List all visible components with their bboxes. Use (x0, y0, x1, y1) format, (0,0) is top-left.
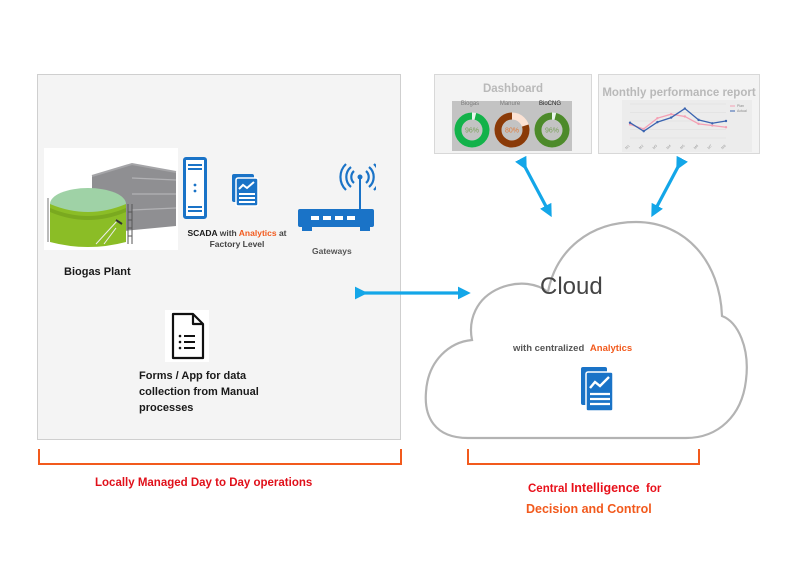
gauge-ring (494, 112, 530, 148)
central-label-part3: for (639, 483, 662, 495)
x-tick-label: M4 (666, 144, 672, 150)
data-point (642, 130, 645, 133)
central-intelligence-label: Central Intelligence for Decision and Co… (526, 478, 708, 519)
arrow-dashboard-cloud (515, 155, 552, 218)
gauge-value-label: 80% (505, 128, 519, 135)
arrow-report-cloud (651, 155, 688, 218)
data-point (683, 115, 687, 118)
central-label-part2: Intelligence (570, 481, 640, 495)
monthly-report-title: Monthly performance report (602, 87, 756, 99)
data-point (656, 120, 659, 124)
biogas-plant-label: Biogas Plant (64, 266, 131, 278)
data-point (669, 113, 673, 116)
series-line-actual (629, 107, 727, 132)
legend-label: Plan (737, 104, 744, 108)
gauge-label-biogas: Biogas (460, 101, 480, 107)
biogas-plant-illustration (44, 148, 178, 250)
data-point (711, 122, 714, 125)
legend-label: Actual (737, 109, 747, 113)
central-bracket (467, 449, 700, 465)
x-tick-label: M5 (679, 144, 685, 150)
data-point (724, 126, 728, 129)
dashboard-gauge-rings: 96% 80% 96% (454, 112, 570, 148)
scada-label-line2: Factory Level (209, 239, 265, 249)
cloud-shape (424, 220, 748, 440)
central-label-part1: Central (528, 483, 571, 495)
gauge-ring (454, 112, 490, 148)
scada-label-with: with (217, 228, 239, 238)
cloud-subtitle-analytics: Analytics (589, 343, 633, 354)
x-tick-label: M7 (707, 144, 713, 150)
data-point (711, 124, 714, 127)
forms-label-line-3: processes (139, 402, 194, 414)
local-operations-panel (37, 74, 401, 440)
data-point (697, 122, 700, 126)
gauge-value-label: 96% (465, 128, 479, 135)
x-tick-label: M8 (720, 144, 726, 150)
scada-label-at: at (276, 228, 287, 238)
gateways-label: Gateways (312, 246, 352, 256)
forms-label-line-2: collection from Manual (139, 386, 259, 398)
data-point (628, 121, 632, 124)
x-tick-label: M1 (624, 144, 630, 150)
x-tick-label: M2 (638, 144, 644, 150)
scada-label-analytics: Analytics (238, 228, 277, 238)
gateway-router-icon (296, 163, 381, 235)
x-tick-label: M6 (693, 144, 699, 150)
scada-label: SCADA with Analytics at Factory Level (181, 228, 293, 250)
gauge-label-biocng: BioCNG (538, 101, 561, 107)
forms-app-label: Forms / App for data collection from Man… (139, 368, 299, 416)
dashboard-title: Dashboard (482, 83, 544, 95)
central-label-line2: Decision and Control (526, 502, 652, 516)
cloud-subtitle: with centralized Analytics (513, 343, 632, 354)
data-point (642, 127, 645, 131)
series-line-plan (629, 113, 727, 130)
cloud-analytics-report-icon (580, 366, 614, 412)
cloud-title: Cloud (540, 273, 603, 300)
gauge-label-manure: Manure (499, 101, 521, 107)
cloud-subtitle-prefix: with centralized (513, 343, 587, 354)
x-tick-label: M3 (652, 144, 658, 150)
scada-label-prefix: SCADA (187, 228, 218, 238)
monthly-report-chart-area (622, 100, 752, 152)
forms-document-icon (165, 310, 209, 362)
gauge-value-label: 96% (545, 128, 559, 135)
data-point (697, 118, 700, 122)
forms-label-line-1: Forms / App for data (139, 370, 247, 382)
local-bracket (38, 449, 402, 465)
gauge-ring (534, 112, 570, 148)
data-point (724, 119, 728, 123)
local-operations-label: Locally Managed Day to Day operations (95, 477, 313, 489)
analytics-report-icon (231, 173, 259, 207)
server-icon (183, 157, 207, 219)
data-point (669, 116, 673, 119)
data-point (683, 107, 687, 110)
data-point (656, 116, 659, 120)
